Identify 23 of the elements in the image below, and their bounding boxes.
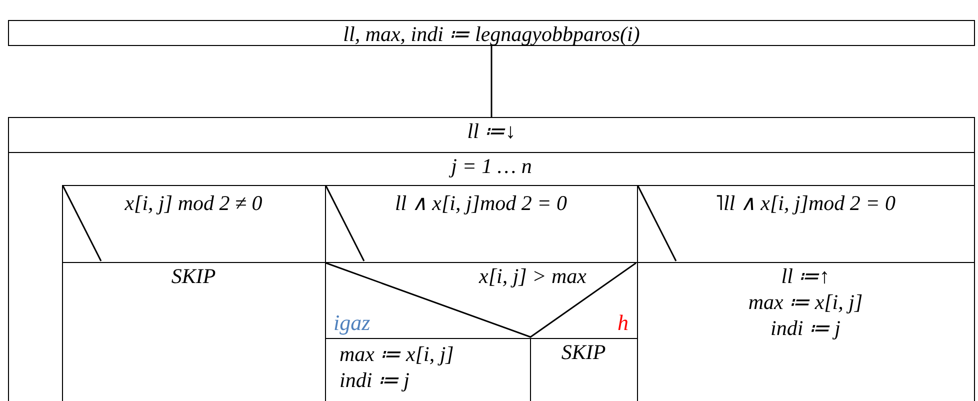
condition-text: x[i, j] mod 2 ≠ 0 <box>124 190 262 216</box>
statement-text: SKIP <box>561 338 606 364</box>
statement-text: max ≔ x[i, j] <box>340 340 454 366</box>
connector-line <box>490 46 492 117</box>
condition-text: j = 1 … n <box>451 153 532 179</box>
branch-condition-box <box>62 184 326 262</box>
condition-text: ll ∧ x[i, j]mod 2 = 0 <box>394 190 568 216</box>
condition-text: x[i, j] > max <box>479 262 586 288</box>
statement-text: SKIP <box>171 262 216 288</box>
statement-text: ll ≔↓ <box>467 118 516 144</box>
branch-condition-box <box>324 184 638 262</box>
condition-text: ˥ll ∧ x[i, j]mod 2 = 0 <box>715 190 896 216</box>
statement-box <box>8 117 975 153</box>
statement-text: ll ≔↑ <box>781 262 830 288</box>
branch-condition-box <box>636 184 974 262</box>
statement-text: max ≔ x[i, j] <box>748 288 863 314</box>
statement-text: indi ≔ j <box>340 366 410 392</box>
statement-text: indi ≔ j <box>770 314 840 340</box>
branch-label: h <box>618 310 628 336</box>
branch-label: igaz <box>334 310 370 336</box>
statement-box <box>8 20 975 46</box>
statement-text: ll, max, indi ≔ legnagyobbparos(i) <box>343 21 640 47</box>
loop-box <box>8 152 975 401</box>
